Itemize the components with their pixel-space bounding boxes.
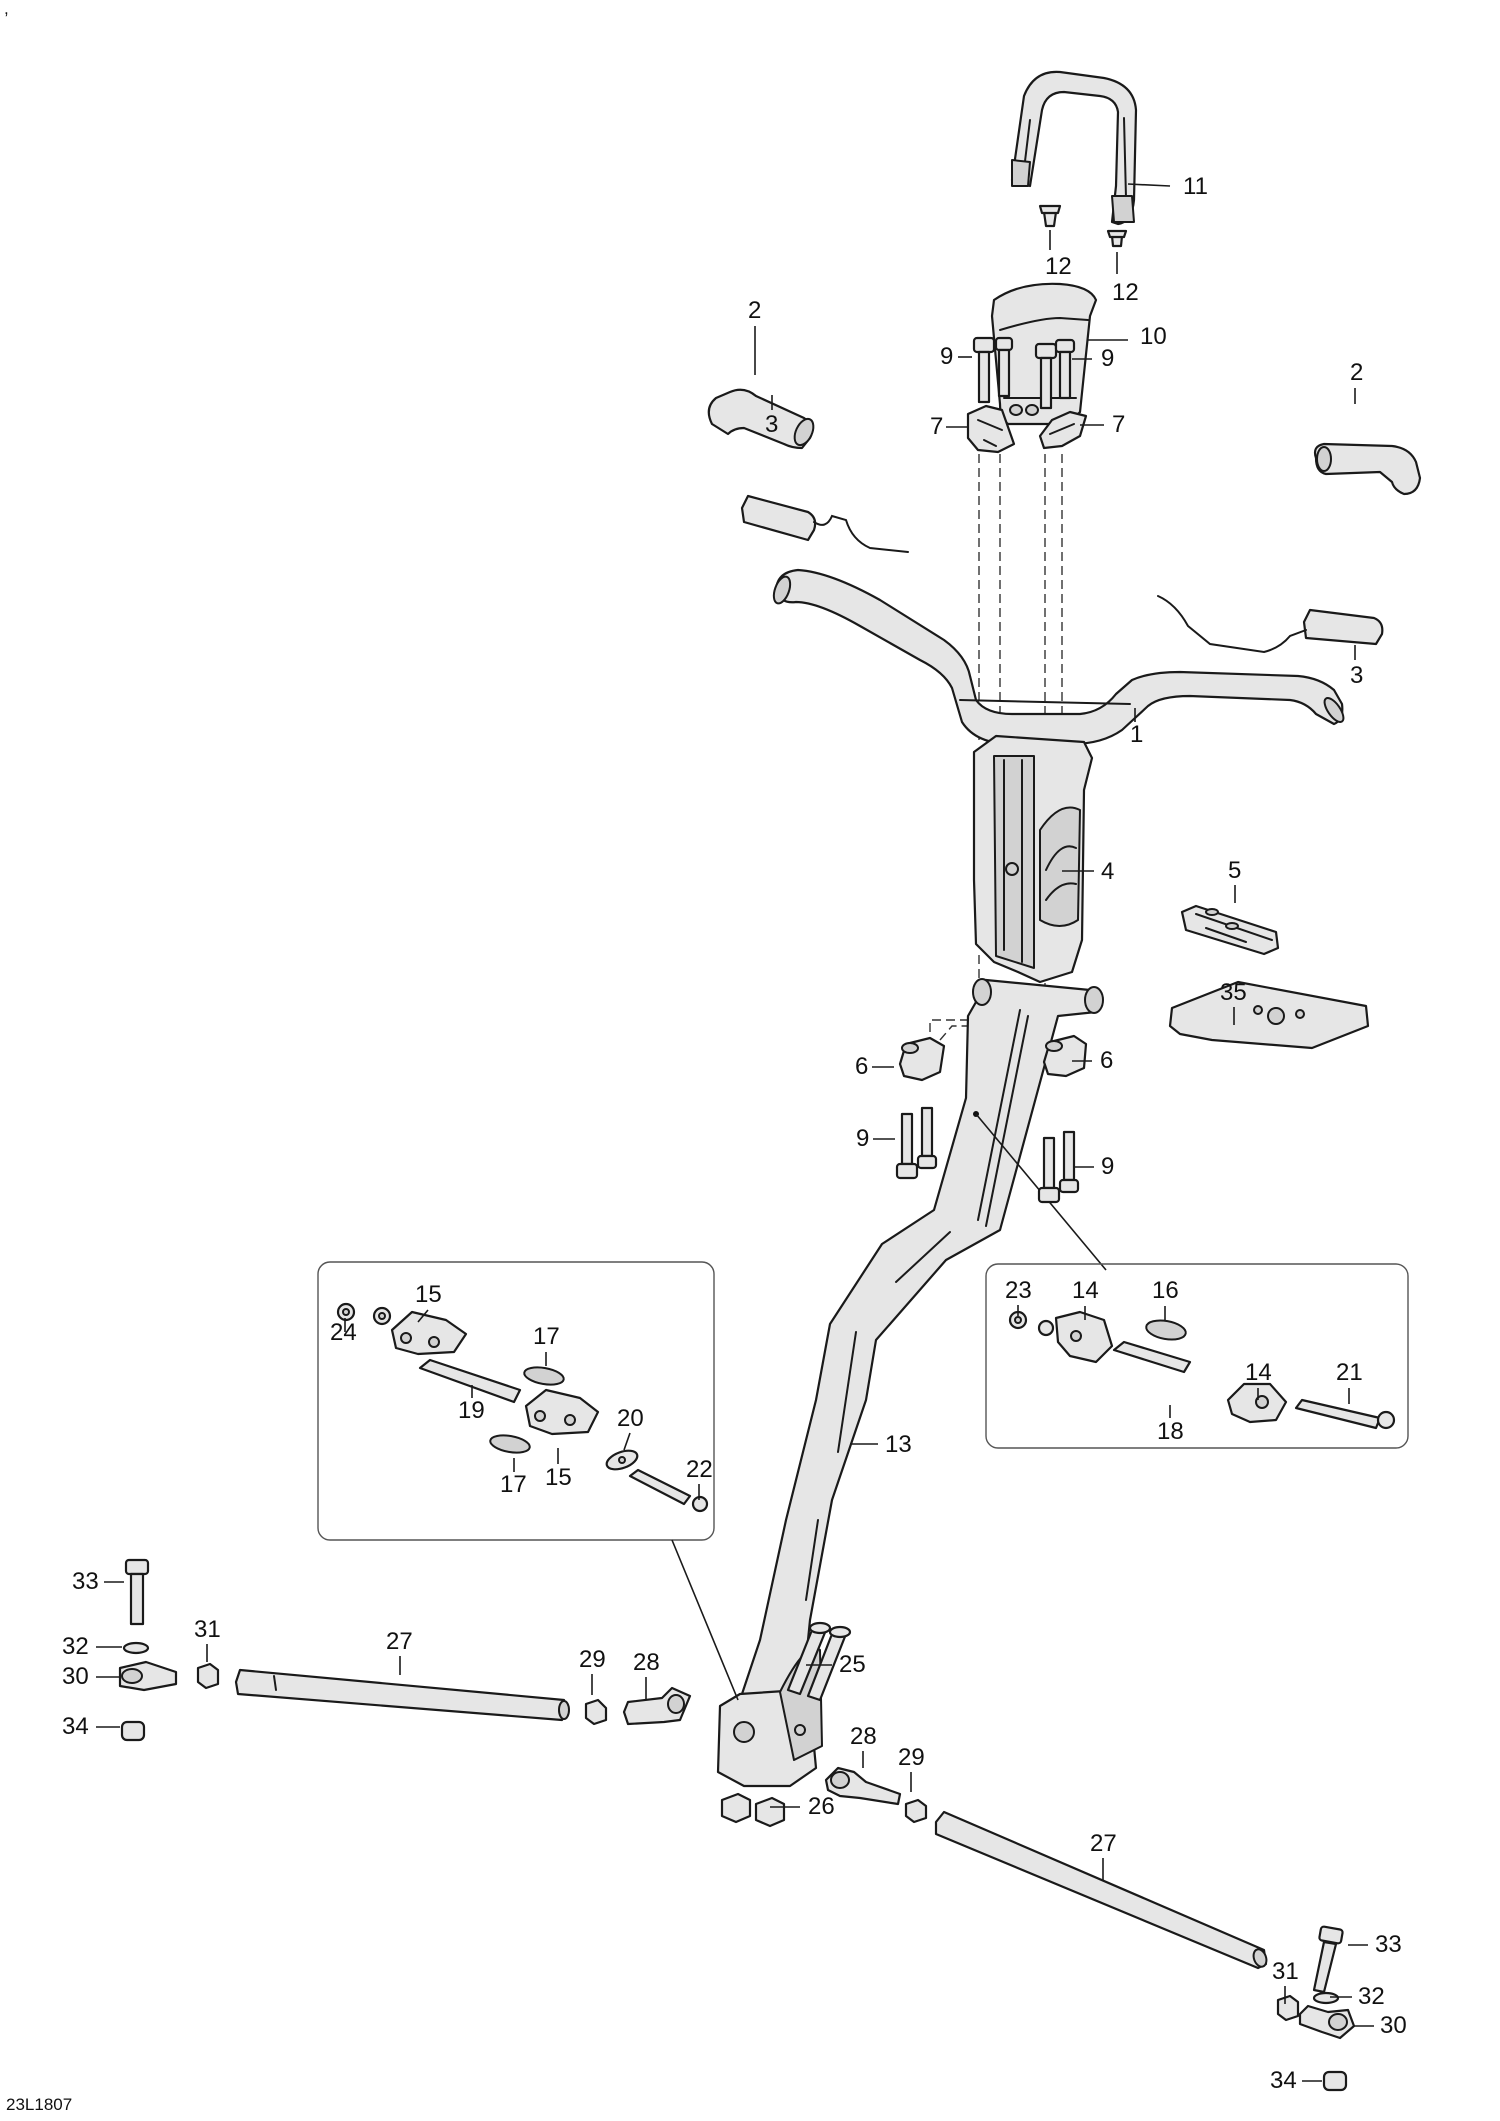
- callout-c25: 25: [839, 1651, 866, 1678]
- part-12-screw-right: [1106, 229, 1128, 248]
- part-12-screw-left: [1038, 204, 1062, 228]
- callout-c9c: 9: [856, 1125, 869, 1152]
- part-2-grip-right: [1313, 442, 1422, 496]
- callout-c9b: 9: [1101, 345, 1114, 372]
- part-3-heater-right: [1157, 595, 1384, 654]
- callout-c34b: 34: [1270, 2067, 1297, 2094]
- callout-c14a: 14: [1072, 1277, 1099, 1304]
- corner-mark: ,: [4, 0, 9, 18]
- callout-c10: 10: [1140, 323, 1167, 350]
- part-4-riser: [972, 734, 1094, 984]
- callout-c17b: 17: [500, 1471, 527, 1498]
- leader-line-c11: [1127, 183, 1171, 187]
- callout-c5: 5: [1228, 857, 1241, 884]
- part-35-plate: [1168, 980, 1370, 1050]
- callout-c32a: 32: [62, 1633, 89, 1660]
- callout-c33a: 33: [72, 1568, 99, 1595]
- inset-right-clamp-detail: [985, 1263, 1409, 1449]
- callout-c12a: 12: [1045, 253, 1072, 280]
- callout-c31b: 31: [1272, 1958, 1299, 1985]
- callout-c29a: 29: [579, 1646, 606, 1673]
- callout-c29b: 29: [898, 1744, 925, 1771]
- callout-c34a: 34: [62, 1713, 89, 1740]
- callout-c15b: 15: [545, 1464, 572, 1491]
- callout-c27a: 27: [386, 1628, 413, 1655]
- callout-c31a: 31: [194, 1616, 221, 1643]
- drawing-code: 23L1807: [6, 2095, 72, 2114]
- callout-c28a: 28: [633, 1649, 660, 1676]
- part-2-grip-left: [707, 388, 815, 450]
- tie-rod-right: [824, 1766, 1356, 2092]
- callout-c32b: 32: [1358, 1983, 1385, 2010]
- callout-c9a: 9: [940, 343, 953, 370]
- part-6-clamps-lower: [898, 1034, 1088, 1082]
- part-26-nuts: [720, 1792, 786, 1828]
- callout-c2b: 2: [1350, 359, 1363, 386]
- callout-c7a: 7: [930, 413, 943, 440]
- callout-c17a: 17: [533, 1323, 560, 1350]
- callout-c15a: 15: [415, 1281, 442, 1308]
- part-7-clamps-upper: [966, 404, 1088, 454]
- inset-left-clamp-detail: [317, 1261, 739, 1701]
- callout-c22: 22: [686, 1456, 713, 1483]
- callout-c27b: 27: [1090, 1830, 1117, 1857]
- callout-c30a: 30: [62, 1663, 89, 1690]
- callout-c1: 1: [1130, 721, 1143, 748]
- callout-c12b: 12: [1112, 279, 1139, 306]
- callout-c6b: 6: [1100, 1047, 1113, 1074]
- callout-c11: 11: [1183, 173, 1208, 200]
- part-5-clip: [1180, 904, 1280, 956]
- part-1-handlebar: [772, 568, 1345, 746]
- tie-rod-left: [118, 1558, 692, 1742]
- callout-c16: 16: [1152, 1277, 1179, 1304]
- leader-line-c20: [623, 1432, 631, 1451]
- callout-c26: 26: [808, 1793, 835, 1820]
- callout-c24: 24: [330, 1319, 357, 1346]
- callout-c33b: 33: [1375, 1931, 1402, 1958]
- callout-c9d: 9: [1101, 1153, 1114, 1180]
- part-13-steering-column: [716, 978, 1107, 1788]
- callout-c20: 20: [617, 1405, 644, 1432]
- callout-c14b: 14: [1245, 1359, 1272, 1386]
- callout-c23: 23: [1005, 1277, 1032, 1304]
- callout-c21: 21: [1336, 1359, 1363, 1386]
- callout-c28b: 28: [850, 1723, 877, 1750]
- callout-c19: 19: [458, 1397, 485, 1424]
- part-25-bolts: [786, 1621, 852, 1702]
- callout-c18: 18: [1157, 1418, 1184, 1445]
- callout-c2a: 2: [748, 297, 761, 324]
- callout-c4: 4: [1101, 858, 1114, 885]
- part-11-grab-handle: [1010, 70, 1138, 226]
- callout-c3b: 3: [1350, 662, 1363, 689]
- part-9-bolts-upper: [972, 336, 1076, 410]
- callout-c13: 13: [885, 1431, 912, 1458]
- callout-c30b: 30: [1380, 2012, 1407, 2039]
- part-9-bolts-lower: [895, 1106, 1080, 1204]
- callout-c3a: 3: [765, 411, 778, 438]
- callout-c6a: 6: [855, 1053, 868, 1080]
- callout-c7b: 7: [1112, 411, 1125, 438]
- leader-line-c15a: [417, 1309, 429, 1323]
- callout-c35: 35: [1220, 979, 1247, 1006]
- part-3-heater-left: [740, 494, 909, 553]
